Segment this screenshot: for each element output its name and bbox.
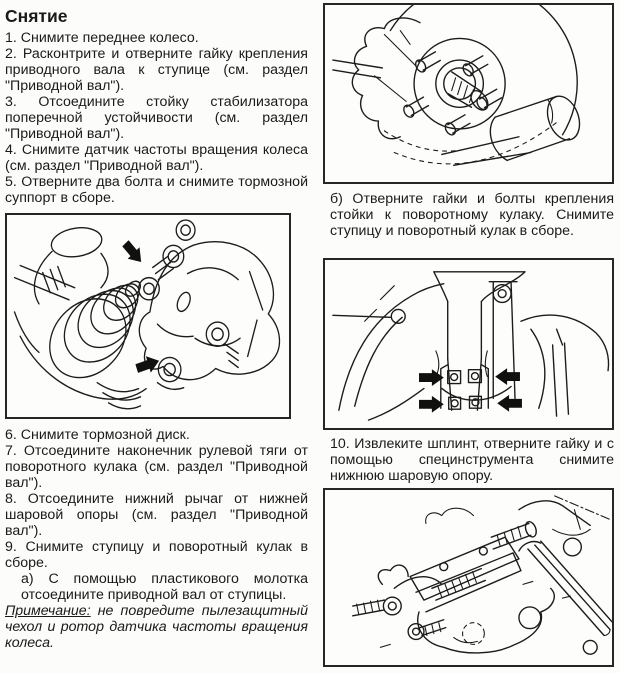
step-7: 7. Отсоедините наконечник рулевой тяги о… (5, 443, 308, 491)
note: Примечание: не повредите пылезащитный че… (5, 603, 308, 651)
step-2: 2. Расконтрите и отверните гайку креплен… (5, 46, 308, 94)
step-3: 3. Отсоедините стойку стабилизатора попе… (5, 94, 308, 142)
step-4: 4. Снимите датчик частоты вращения колес… (5, 142, 308, 174)
strut-bolts-illustration (332, 271, 610, 421)
ball-joint-tool-illustration (352, 495, 612, 655)
figure-ball-joint-tool (323, 488, 614, 667)
note-text: не повредите пылезащитный чехол и ротор … (5, 603, 308, 651)
substep-a: а) С помощью пластикового молотка отсоед… (21, 571, 308, 603)
cv-boot-caliper-illustration (13, 219, 281, 410)
caption-10: 10. Извлеките шплинт, отверните гайку и … (330, 436, 614, 484)
procedure-bottom: 6. Снимите тормозной диск. 7. Отсоединит… (5, 427, 308, 651)
section-heading: Снятие (5, 6, 68, 26)
figure-hub-mallet (323, 3, 614, 184)
hub-mallet-illustration (332, 5, 581, 166)
caption-b: б) Отверните гайки и болты крепления сто… (330, 191, 614, 239)
step-1: 1. Снимите переднее колесо. (5, 30, 199, 46)
caption-b-text: б) Отверните гайки и болты крепления сто… (330, 191, 614, 239)
procedure-top: Снятие 1. Снимите переднее колесо. 2. Ра… (5, 6, 308, 206)
step-8: 8. Отсоедините нижний рычаг от нижней ша… (5, 491, 308, 539)
caption-10-text: 10. Извлеките шплинт, отверните гайку и … (330, 436, 614, 484)
step-9: 9. Снимите ступицу и поворотный кулак в … (5, 539, 308, 571)
note-label: Примечание: (5, 603, 91, 619)
figure-driveshaft-caliper (5, 213, 291, 419)
step-5: 5. Отверните два болта и снимите тормозн… (5, 174, 308, 206)
step-6: 6. Снимите тормозной диск. (5, 427, 190, 443)
figure-strut-bolts (323, 258, 614, 430)
